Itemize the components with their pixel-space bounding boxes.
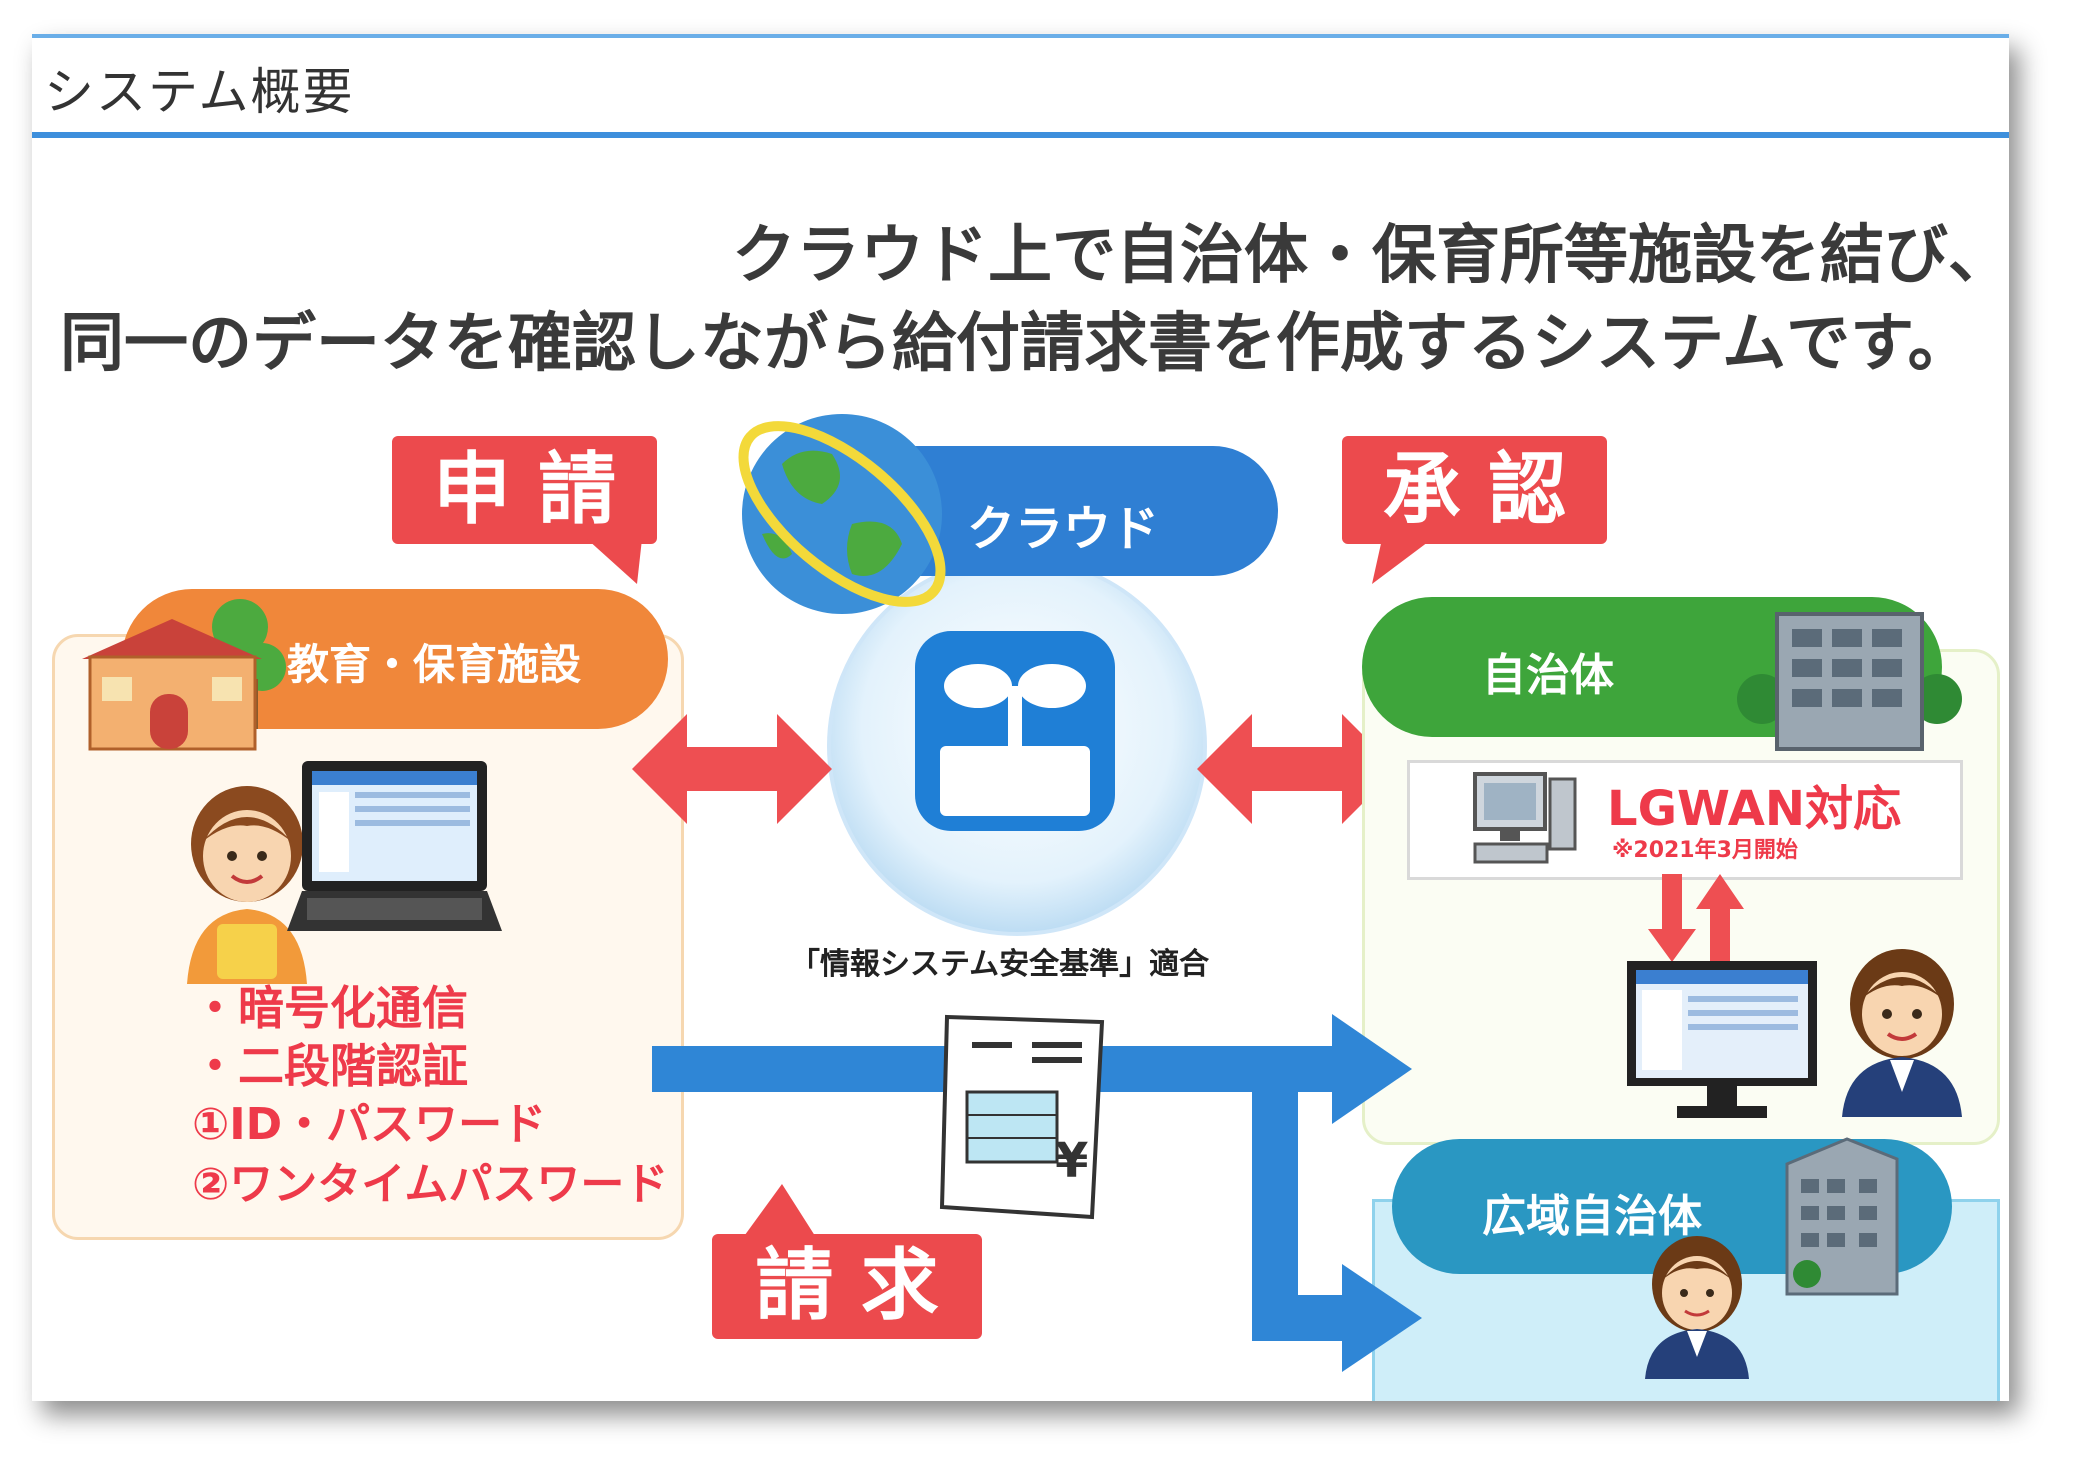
billing-bubble-tail (742, 1184, 817, 1239)
globe-icon (738, 414, 946, 614)
billing-label: 請 求 (755, 1241, 939, 1331)
header-underline (32, 132, 2009, 138)
right-double-arrow (1197, 714, 1397, 824)
person-icon (187, 786, 307, 984)
header-top-line (32, 34, 2009, 38)
lgwan-label: LGWAN対応 (1607, 781, 1902, 837)
approval-bubble-tail (1372, 539, 1432, 584)
headline-line-2: 同一のデータを確認しながら給付請求書を作成するシステムです。 (60, 307, 1972, 381)
application-label: 申 請 (432, 445, 617, 535)
monitor-icon (1627, 961, 1817, 1118)
facility-label: 教育・保育施設 (287, 640, 582, 689)
regional-label: 広域自治体 (1482, 1191, 1702, 1242)
slide: システム概要 クラウド上で自治体・保育所等施設を結び、 同一のデータを確認しなが… (32, 34, 2009, 1401)
approval-bubble: 承 認 (1342, 436, 1607, 544)
approval-label: 承 認 (1382, 445, 1567, 535)
lgwan-note: ※2021年3月開始 (1612, 838, 1798, 863)
security-item-2: ・二段階認証 (192, 1039, 468, 1093)
application-bubble-tail (587, 539, 642, 584)
office-building-icon (1737, 612, 1962, 751)
cloud-service-icon (915, 631, 1115, 831)
staff-person-icon (1842, 949, 1962, 1117)
municipality-label: 自治体 (1482, 650, 1614, 701)
billing-bubble: 請 求 (712, 1234, 982, 1339)
application-bubble: 申 請 (392, 436, 657, 544)
lgwan-sync-arrows (1648, 874, 1744, 964)
regional-building-icon (1785, 1137, 1899, 1296)
security-item-4: ②ワンタイムパスワード (192, 1159, 669, 1210)
computer-icon (1473, 772, 1577, 864)
cloud-label: クラウド (967, 501, 1160, 557)
page-title: システム概要 (44, 63, 355, 121)
regional-staff-icon (1645, 1236, 1749, 1379)
security-item-3: ①ID・パスワード (192, 1099, 547, 1150)
svg-text:¥: ¥ (1055, 1133, 1088, 1189)
left-double-arrow (632, 714, 832, 824)
laptop-icon (287, 761, 502, 931)
school-building-icon (82, 599, 286, 751)
security-item-1: ・暗号化通信 (192, 981, 468, 1035)
security-standard-label: 「情報システム安全基準」適合 (790, 947, 1210, 982)
headline-line-1: クラウド上で自治体・保育所等施設を結び、 (732, 219, 2009, 293)
invoice-icon: ¥ (939, 1014, 1105, 1220)
